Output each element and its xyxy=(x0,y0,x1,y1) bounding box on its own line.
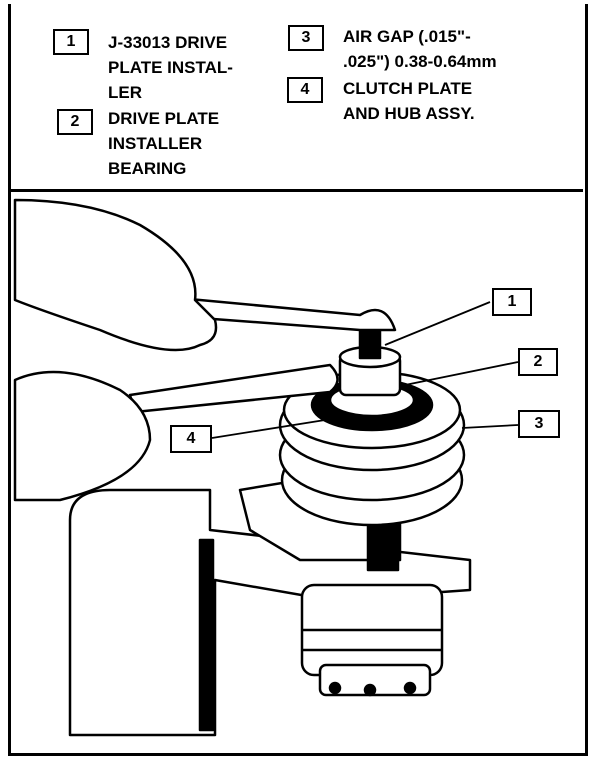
legend-text-3-line-1: AIR GAP (.015"- xyxy=(343,27,471,46)
lower-wrench xyxy=(128,363,339,414)
figure-frame xyxy=(8,4,588,756)
upper-hand xyxy=(13,198,218,352)
lower-hand xyxy=(13,370,152,502)
legend-number-2: 2 xyxy=(57,109,93,135)
legend-divider xyxy=(8,189,583,192)
legend-text-1-line-2: PLATE INSTAL- xyxy=(108,58,233,77)
legend-text-2-line-1: DRIVE PLATE xyxy=(108,109,220,128)
legend-text-1-line-3: LER xyxy=(108,83,142,102)
leader-lines xyxy=(211,301,519,439)
callout-1: 1 xyxy=(492,288,532,316)
legend-text-3-line-2: .025") 0.38-0.64mm xyxy=(343,52,497,71)
legend-number-4: 4 xyxy=(287,77,323,103)
compressor xyxy=(238,370,466,697)
vise-slot xyxy=(198,538,215,732)
legend-text-4-line-2: AND HUB ASSY. xyxy=(343,104,475,123)
legend-number-3: 3 xyxy=(288,25,324,51)
legend-text-2-line-2: INSTALLER xyxy=(108,134,203,153)
callout-2: 2 xyxy=(518,348,558,376)
legend-number-1: 1 xyxy=(53,29,89,55)
legend-text-2-line-3: BEARING xyxy=(108,159,187,178)
legend-text-1-line-1: J-33013 DRIVE xyxy=(108,33,228,52)
drive-plate-installer xyxy=(338,328,402,397)
legend-text-4-line-1: CLUTCH PLATE xyxy=(343,79,473,98)
callout-3: 3 xyxy=(518,410,560,438)
callout-4: 4 xyxy=(170,425,212,453)
